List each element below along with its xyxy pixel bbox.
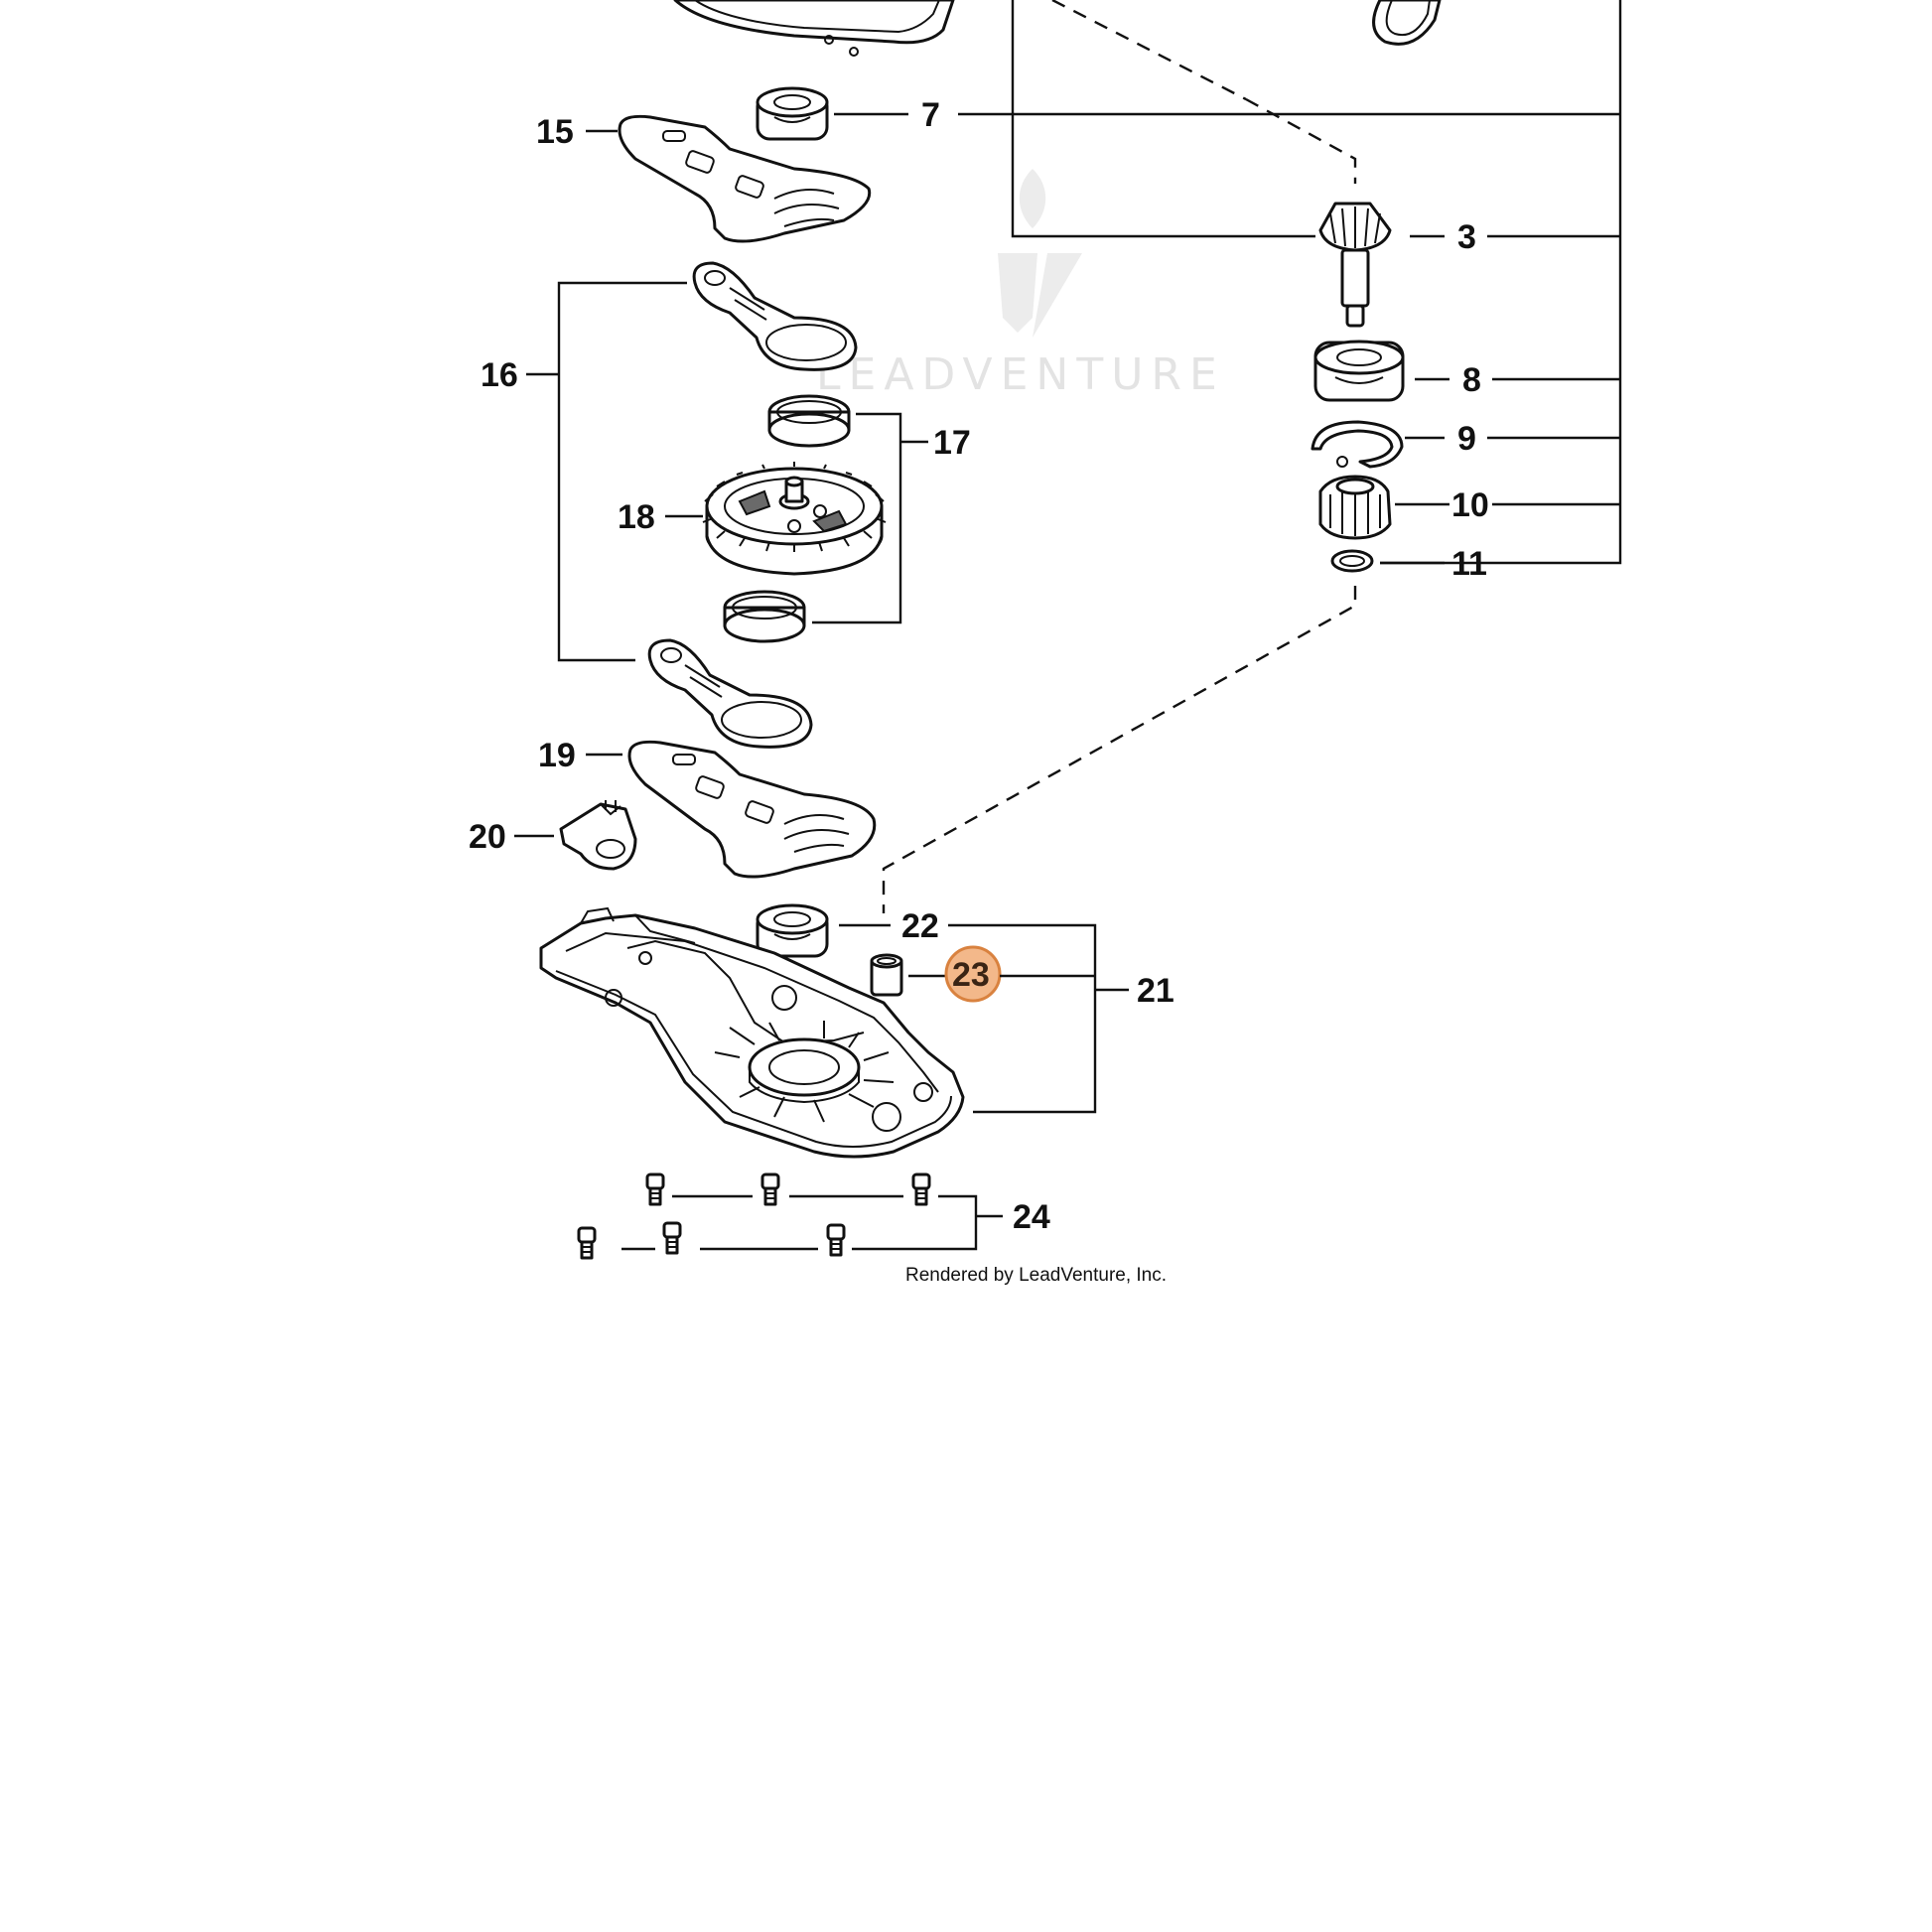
plate-19 [627,740,877,879]
bracket-24 [621,1194,1003,1251]
bracket-17 [812,412,902,624]
callout-11: 11 [1451,545,1487,583]
ring-11 [1330,549,1374,573]
screw-3 [911,1173,931,1206]
bracket-16 [557,281,687,662]
callout-7: 7 [921,96,940,134]
screw-2 [760,1173,780,1206]
bevel-gear-3 [1318,202,1392,328]
o-ring [1372,0,1442,46]
housing-21 [539,906,965,1159]
screws-24 [577,1173,931,1260]
callout-9: 9 [1457,420,1476,458]
clip-20 [559,800,637,871]
bracket-21 [948,923,1097,1114]
screw-6 [826,1223,846,1257]
gear-18 [702,462,887,576]
render-credit: Rendered by LeadVenture, Inc. [905,1265,1167,1286]
callout-15: 15 [536,113,574,151]
screw-5 [662,1221,682,1255]
callout-18: 18 [618,498,655,536]
bearing-8 [1313,340,1405,402]
bearing-7 [756,86,829,141]
needle-bearing-17-bottom [723,590,806,643]
highlight-marker-23[interactable] [944,945,1002,1003]
assembly-dash [882,586,1357,913]
callout-16: 16 [481,356,518,394]
watermark-text: LEADVENTURE [816,349,1225,400]
watermark: LEADVENTURE [816,169,1225,400]
link-arm-16-bottom [647,638,813,749]
callout-3: 3 [1457,218,1476,256]
bearing-22 [756,903,829,958]
callout-22: 22 [901,907,939,945]
needle-bearing-17-top [767,394,851,448]
pinion-10 [1318,475,1392,540]
callout-20: 20 [469,818,506,856]
callout-17: 17 [933,424,971,462]
callout-23[interactable]: 23 [952,956,990,994]
screw-4 [577,1226,597,1260]
plate-15 [618,114,872,243]
callout-21: 21 [1137,972,1174,1010]
callout-8: 8 [1462,361,1481,399]
link-arm-16-top [692,261,858,371]
callout-19: 19 [538,737,576,774]
bushing-23 [870,953,903,997]
circlip-9 [1311,420,1404,469]
frame-lines [1011,0,1622,565]
top-gasket [673,0,955,57]
screw-1 [645,1173,665,1206]
watermark-logo-icon [998,253,1082,338]
watermark-flame-icon [1019,169,1046,228]
callout-24: 24 [1013,1198,1050,1236]
callout-10: 10 [1451,486,1489,524]
